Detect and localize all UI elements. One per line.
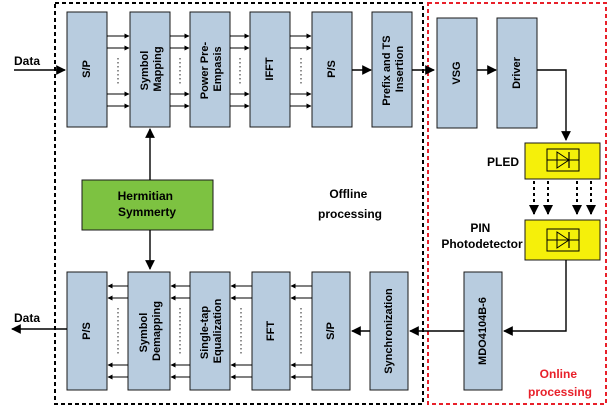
single-tap-equalization-block	[189, 271, 231, 391]
data-in-label: Data	[14, 54, 40, 68]
pled-label: PLED	[487, 155, 519, 169]
data-out-label: Data	[14, 311, 40, 325]
driver-label: Driver	[511, 56, 523, 89]
offline-processing-region	[54, 2, 424, 405]
rx-parallel-arrows-2	[230, 283, 252, 380]
vsg-label: VSG	[451, 61, 463, 84]
online-processing-region	[427, 2, 607, 405]
ifft-label: IFFT	[264, 57, 276, 80]
vsg-block	[436, 17, 478, 129]
rx-parallel-arrows-1	[290, 283, 312, 380]
rx-sp-block	[311, 271, 351, 391]
driver-to-pled-arrow	[537, 69, 571, 141]
tx-sp-block	[66, 11, 108, 128]
tx-parallel-arrows-3	[230, 33, 250, 109]
offline-processing-label: Offline processing	[318, 187, 382, 221]
prefix-ts-label: Prefix and TS Insertion	[381, 32, 406, 105]
hermitian-label: Hermitian Symmerty	[118, 189, 177, 219]
mdo-block	[463, 271, 503, 391]
tx-parallel-arrows-1	[107, 33, 130, 109]
driver-block	[496, 17, 538, 129]
tx-ps-label: P/S	[326, 60, 338, 78]
rx-parallel-arrows-4	[107, 283, 128, 380]
pled-block	[524, 142, 601, 180]
tx-parallel-arrows-4	[290, 33, 312, 109]
synchronization-block	[369, 271, 409, 391]
symbol-demapping-label: Symbol Demapping	[138, 301, 163, 361]
tx-parallel-arrows-2	[170, 33, 190, 109]
pin-to-mdo-arrow	[503, 260, 567, 336]
symbol-mapping-block	[129, 11, 171, 128]
synchronization-label: Synchronization	[383, 288, 395, 374]
rx-ps-block	[66, 271, 108, 391]
fft-block	[251, 271, 291, 391]
power-preemphasis-block	[189, 11, 231, 128]
tx-sp-label: S/P	[81, 60, 93, 78]
prefix-ts-block	[371, 11, 413, 128]
hermitian-symmetry-block	[81, 179, 214, 231]
online-processing-label: Online processing	[528, 367, 592, 399]
rx-sp-label: S/P	[325, 322, 337, 340]
rx-ps-label: P/S	[81, 322, 93, 340]
power-preemphasis-label: Power Pre- Empasis	[199, 39, 224, 100]
single-tap-label: Single-tap Equalization	[199, 298, 224, 363]
symbol-mapping-label: Symbol Mapping	[139, 46, 164, 91]
optical-link-arrows	[529, 181, 596, 215]
mdo-label: MDO4104B-6	[477, 297, 489, 365]
symbol-demapping-block	[127, 271, 171, 391]
led-diode-icon	[546, 148, 580, 172]
fft-label: FFT	[265, 321, 277, 341]
photodiode-icon	[546, 228, 580, 252]
ifft-block	[249, 11, 291, 128]
rx-parallel-arrows-3	[170, 283, 190, 380]
pin-label: PIN Photodetector	[441, 221, 523, 251]
